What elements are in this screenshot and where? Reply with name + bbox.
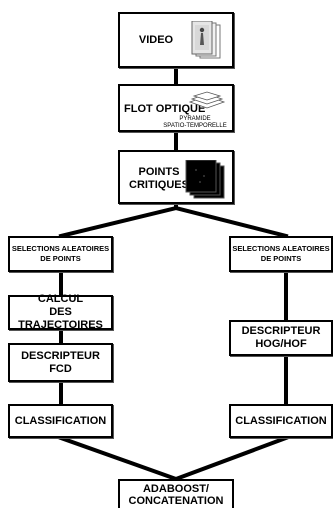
black-frames-icon <box>185 160 225 199</box>
adaboost-node: ADABOOST/ CONCATENATION <box>118 479 234 508</box>
optical-flow-label: FLOT OPTIQUE <box>124 103 206 115</box>
video-label: VIDEO <box>138 34 174 46</box>
classification-right-label: CLASSIFICATION <box>235 414 327 427</box>
random-selection-left-label: SELECTIONS ALEATOIRES DE POINTS <box>11 244 110 263</box>
critical-points-node: POINTS CRITIQUES <box>118 150 234 204</box>
classification-right-node: CLASSIFICATION <box>229 404 333 438</box>
optical-flow-node: FLOT OPTIQUE PYRAMIDE SPATIO-TEMPORELLE <box>118 84 234 132</box>
video-frames-icon <box>191 21 221 59</box>
random-selection-right-label: SELECTIONS ALEATOIRES DE POINTS <box>232 244 330 263</box>
classification-left-label: CLASSIFICATION <box>14 414 107 427</box>
trajectories-node: CALCUL DES TRAJECTOIRES <box>8 293 113 331</box>
pyramid-caption: PYRAMIDE SPATIO-TEMPORELLE <box>163 116 227 129</box>
hog-hof-descriptor-node: DESCRIPTEUR HOG/HOF <box>229 320 333 356</box>
fcd-descriptor-node: DESCRIPTEUR FCD <box>8 343 113 382</box>
random-selection-right-node: SELECTIONS ALEATOIRES DE POINTS <box>229 236 333 272</box>
pyramid-layers-icon <box>188 91 226 109</box>
trajectories-label: CALCUL DES TRAJECTOIRES <box>18 293 103 331</box>
random-selection-left-node: SELECTIONS ALEATOIRES DE POINTS <box>8 236 113 272</box>
hog-hof-descriptor-label: DESCRIPTEUR HOG/HOF <box>241 325 321 350</box>
video-node: VIDEO <box>118 12 234 68</box>
critical-points-label: POINTS CRITIQUES <box>129 166 189 191</box>
adaboost-label: ADABOOST/ CONCATENATION <box>128 482 224 507</box>
fcd-descriptor-label: DESCRIPTEUR FCD <box>21 349 100 375</box>
classification-left-node: CLASSIFICATION <box>8 404 113 438</box>
